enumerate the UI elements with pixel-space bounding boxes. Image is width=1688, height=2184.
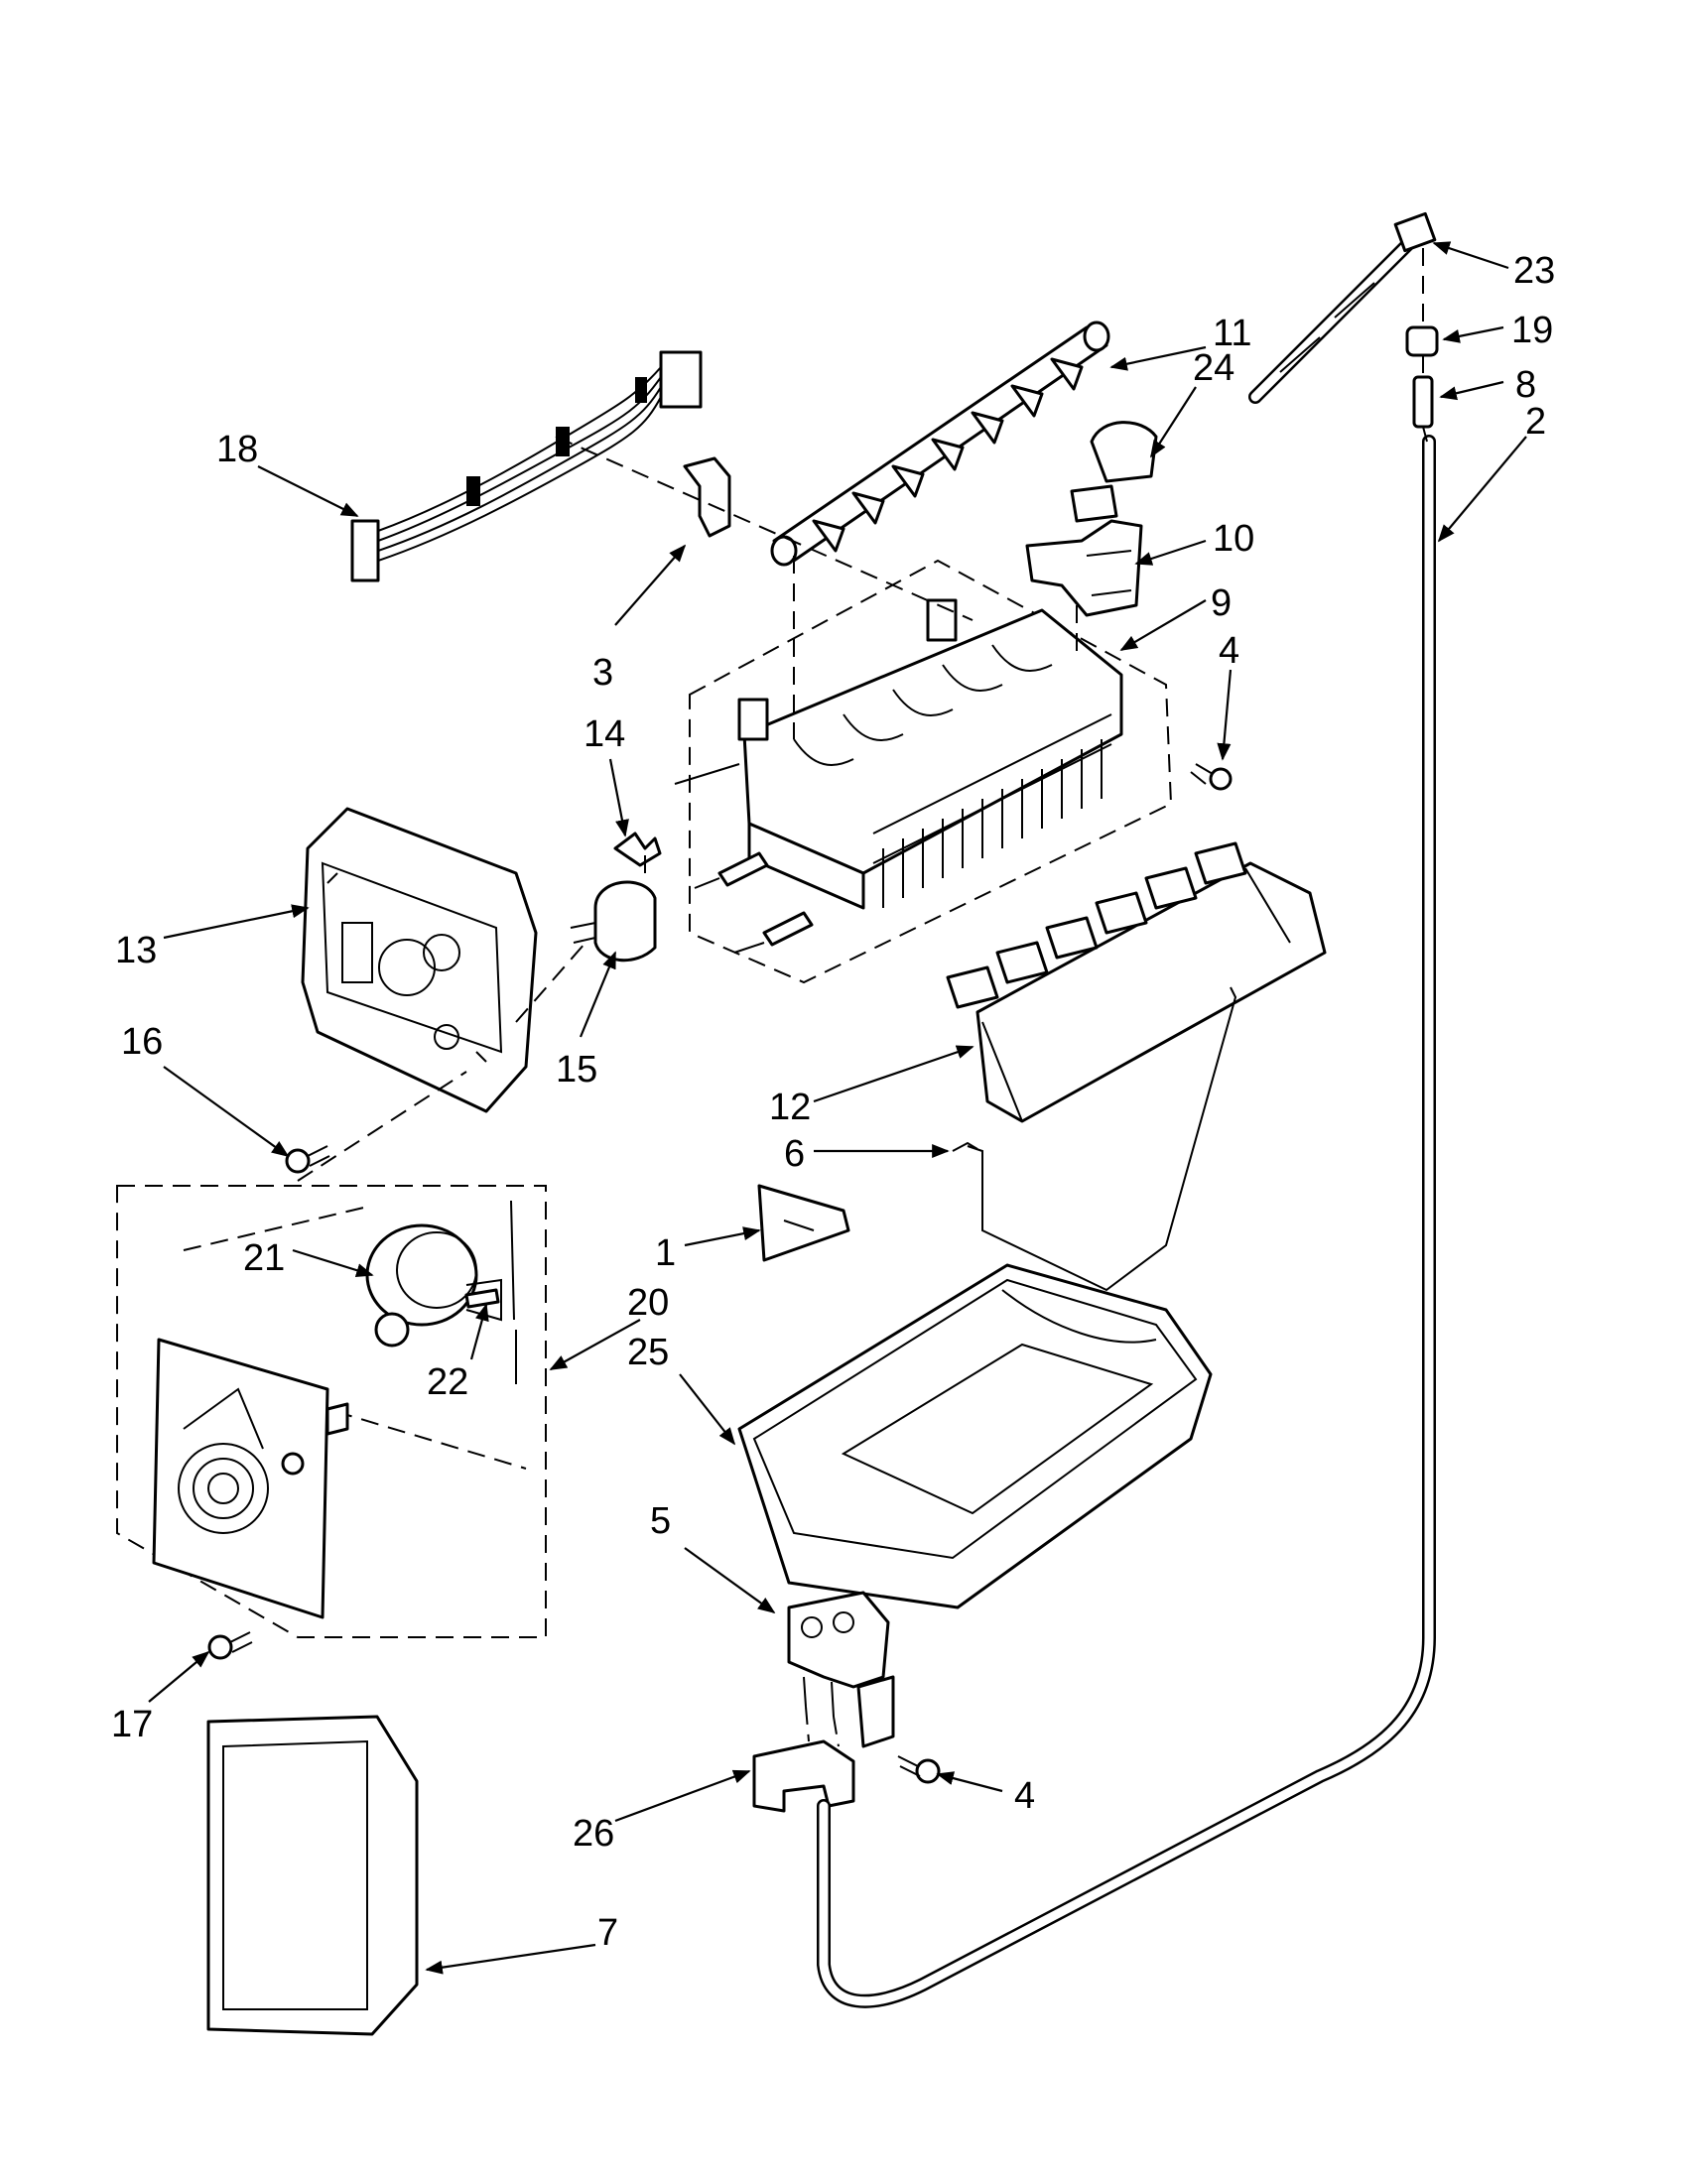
callout-9: 9 [1211,582,1232,624]
cover [206,1715,419,2036]
ice-bin [737,1263,1213,1609]
module [116,1185,547,1638]
callout-14: 14 [584,713,625,755]
wire-harness [350,350,703,582]
callout-11: 11 [1213,313,1251,354]
callout-8: 8 [1515,364,1536,406]
fill-tube-axis [1422,248,1428,443]
callout-24: 24 [1193,347,1234,389]
water-valve [787,1591,895,1748]
tube-grommet [1405,325,1439,357]
water-tube [817,435,1436,2008]
assembly-lines [297,436,1078,1182]
motor [365,1200,517,1384]
callout-7: 7 [597,1912,618,1954]
ice-stripper [946,841,1327,1123]
bracket [757,1184,850,1262]
leader-arrows [148,241,1527,1975]
callout-18: 18 [216,429,258,470]
thermostat-clip [613,832,662,867]
cam [1070,421,1158,523]
callout-15: 15 [556,1049,597,1091]
ejector [770,321,1110,567]
callout-19: 19 [1511,310,1553,351]
callout-10: 10 [1213,518,1254,560]
callout-3: 3 [592,652,613,694]
callout-4-upper: 4 [1219,630,1239,672]
screw-22 [464,1288,500,1309]
callout-21: 21 [243,1237,285,1279]
callout-22: 22 [427,1361,468,1403]
thermostat [570,880,657,963]
callout-5: 5 [650,1500,671,1542]
mold-and-heater [674,559,1173,984]
callout-16: 16 [121,1021,163,1063]
callout-1: 1 [655,1232,676,1274]
callout-26: 26 [573,1813,614,1855]
callout-20: 20 [627,1282,669,1324]
module-housing [301,807,538,1113]
clip [683,456,731,538]
shut-off-arm [952,986,1237,1292]
valve-bracket [752,1706,855,1813]
callout-6: 6 [784,1133,805,1175]
fill-cup [1025,519,1143,617]
fill-tube [1248,211,1437,404]
screw-upper [1190,763,1233,791]
screw-16 [285,1145,330,1174]
callout-23: 23 [1513,250,1555,292]
callout-12: 12 [769,1087,811,1128]
callout-13: 13 [115,930,157,971]
callout-4-lower: 4 [1014,1775,1035,1817]
tube-sleeve [1412,375,1434,429]
callout-2: 2 [1525,401,1546,443]
callout-25: 25 [627,1332,669,1373]
callout-17: 17 [111,1704,153,1745]
screw-17 [207,1631,253,1660]
screw-lower [897,1755,941,1784]
callout-labels: 23 19 8 2 11 24 10 9 4 18 3 14 13 15 16 … [111,250,1555,1954]
